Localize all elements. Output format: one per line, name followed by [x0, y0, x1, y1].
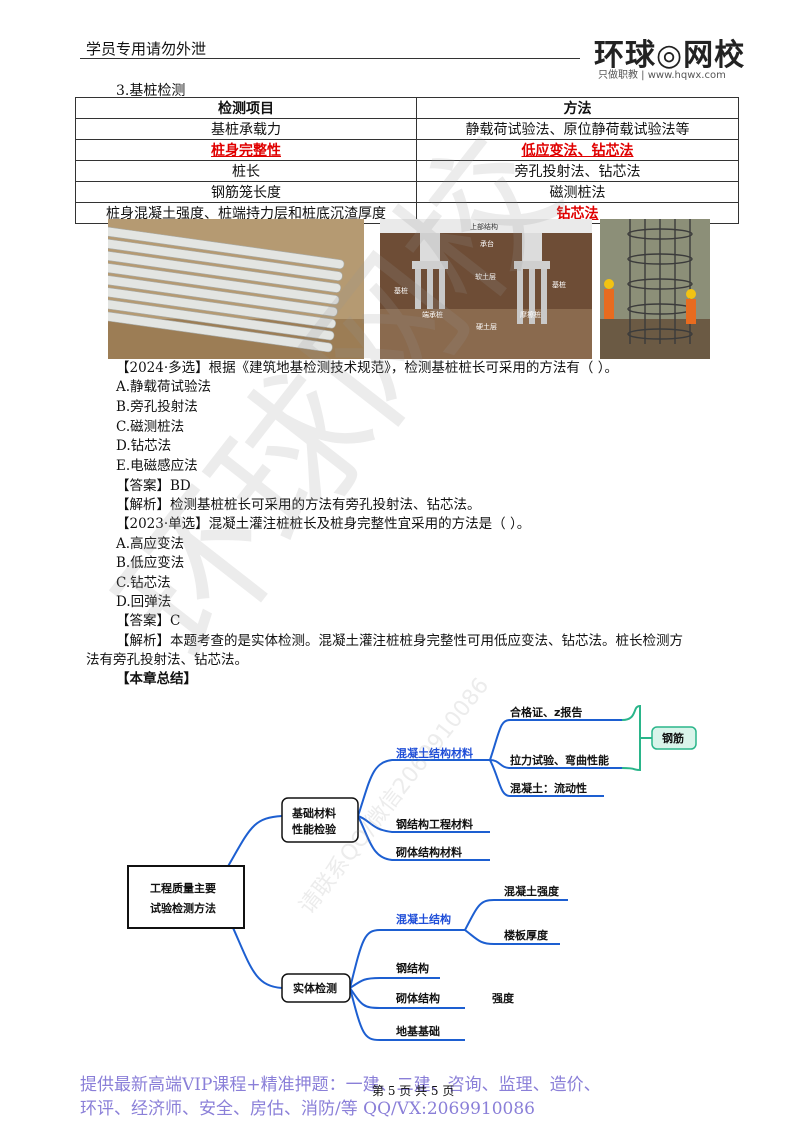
table-cell-method: 旁孔投射法、钻芯法 [416, 160, 739, 182]
header-notice: 学员专用请勿外泄 [86, 40, 207, 58]
pile-test-table: 检测项目 方法 基桩承载力 静载荷试验法、原位静荷载试验法等 桩身完整性 低应变… [75, 97, 739, 224]
table-cell-item: 基桩承载力 [75, 118, 417, 140]
q1-option-d: D.钻芯法 [116, 438, 172, 454]
mindmap-masonry-structure: 砌体结构 [395, 991, 440, 1005]
table-row: 桩长 旁孔投射法、钻芯法 [75, 160, 739, 182]
table-row: 钢筋笼长度 磁测桩法 [75, 181, 739, 203]
diagram-label: 承台 [480, 239, 494, 248]
table-cell-item: 桩身完整性 [75, 139, 417, 161]
table-cell-method: 静载荷试验法、原位静荷载试验法等 [416, 118, 739, 140]
brand-slogan: 只做职教 | www.hqwx.com [598, 70, 726, 81]
diagram-label: 端承桩 [422, 310, 443, 319]
section-title: 3.基桩检测 [116, 83, 186, 99]
mindmap-root-line1: 工程质量主要 [150, 881, 216, 895]
q1-option-a: A.静载荷试验法 [116, 379, 212, 395]
diagram-label: 基桩 [552, 280, 566, 289]
page-number: 第 5 页 共 5 页 [372, 1084, 455, 1098]
mindmap-b1-line1: 基础材料 [291, 806, 336, 820]
q1-option-e: E.电磁感应法 [116, 458, 198, 474]
diagram-label: 基桩 [394, 286, 408, 295]
mindmap-concrete-strength: 混凝土强度 [504, 884, 560, 898]
header-divider [80, 58, 580, 59]
mindmap-foundation: 地基基础 [396, 1024, 440, 1038]
mindmap-masonry-strength: 强度 [492, 991, 515, 1005]
table-cell-item: 钢筋笼长度 [75, 181, 417, 203]
promo-footer-line2: 环评、经济师、安全、房估、消防/等 QQ/VX:2069910086 [80, 1099, 535, 1119]
table-cell-method: 磁测桩法 [416, 181, 739, 203]
brand-logo: 环球◎网校 [594, 38, 746, 73]
mindmap-certificate: 合格证、z报告 [510, 705, 582, 719]
precast-piles-photo [108, 219, 364, 359]
mindmap-tensile-test: 拉力试验、弯曲性能 [510, 753, 609, 767]
table-row: 桩身完整性 低应变法、钻芯法 [75, 139, 739, 161]
table-header-method: 方法 [416, 97, 739, 119]
q2-option-a: A.高应变法 [116, 536, 185, 552]
mindmap-masonry-materials: 砌体结构材料 [395, 845, 462, 859]
table-cell-item: 桩长 [75, 160, 417, 182]
q2-analysis-line1: 【解析】本题考查的是实体检测。混凝土灌注桩桩身完整性可用低应变法、钻芯法。桩长检… [116, 633, 683, 649]
mindmap-steel-tag: 钢筋 [662, 731, 684, 745]
q2-option-b: B.低应变法 [116, 555, 185, 571]
question-2024-stem: 【2024·多选】根据《建筑地基检测技术规范》，检测基桩桩长可采用的方法有（ ）… [116, 360, 618, 376]
rebar-cage-photo [600, 219, 710, 359]
q1-option-b: B.旁孔投射法 [116, 399, 198, 415]
chapter-mindmap: 工程质量主要 试验检测方法 基础材料 性能检验 混凝土结构材料 钢结构工程材料 … [127, 704, 697, 1041]
mindmap-b1-line2: 性能检验 [292, 822, 337, 836]
mindmap-b2-label: 实体检测 [293, 981, 337, 995]
pile-foundation-diagram: 上部结构 承台 软土层 基桩 基桩 硬土层 摩擦桩 端承桩 [380, 219, 592, 359]
diagram-label: 摩擦桩 [520, 310, 541, 319]
table-header-item: 检测项目 [75, 97, 417, 119]
table-cell-method: 低应变法、钻芯法 [416, 139, 739, 161]
diagram-label: 软土层 [475, 272, 496, 281]
mindmap-steel-tag-box [651, 726, 697, 750]
mindmap-steel-materials: 钢结构工程材料 [396, 817, 473, 831]
mindmap-concrete-materials: 混凝土结构材料 [396, 746, 473, 760]
q2-option-c: C.钻芯法 [116, 575, 171, 591]
diagram-label: 上部结构 [470, 222, 498, 231]
q1-option-c: C.磁测桩法 [116, 419, 185, 435]
q2-analysis-line2: 法有旁孔投射法、钻芯法。 [86, 652, 248, 668]
mindmap-branch-materials-box [281, 797, 359, 843]
diagram-label: 硬土层 [476, 322, 497, 331]
mindmap-root-box [127, 865, 245, 929]
q2-answer: 【答案】C [116, 613, 181, 629]
mindmap-steel-structure: 钢结构 [396, 961, 429, 975]
chapter-summary-title: 【本章总结】 [116, 671, 197, 687]
mindmap-branch-entity-box [281, 973, 351, 1003]
promo-footer-line1: 提供最新高端VIP课程+精准押题：一建、二建、咨询、监理、造价、 [80, 1075, 601, 1095]
mindmap-concrete-structure: 混凝土结构 [396, 912, 451, 926]
q2-option-d: D.回弹法 [116, 594, 172, 610]
q1-analysis: 【解析】检测基桩桩长可采用的方法有旁孔投射法、钻芯法。 [116, 497, 481, 513]
table-header-row: 检测项目 方法 [75, 97, 739, 119]
question-2023-stem: 【2023·单选】混凝土灌注桩桩长及桩身完整性宜采用的方法是（ ）。 [116, 516, 531, 532]
mindmap-concrete-fluidity: 混凝土：流动性 [510, 781, 587, 795]
mindmap-root-line2: 试验检测方法 [150, 901, 216, 915]
table-row: 基桩承载力 静载荷试验法、原位静荷载试验法等 [75, 118, 739, 140]
mindmap-slab-thickness: 楼板厚度 [504, 928, 549, 942]
q1-answer: 【答案】BD [116, 478, 191, 494]
